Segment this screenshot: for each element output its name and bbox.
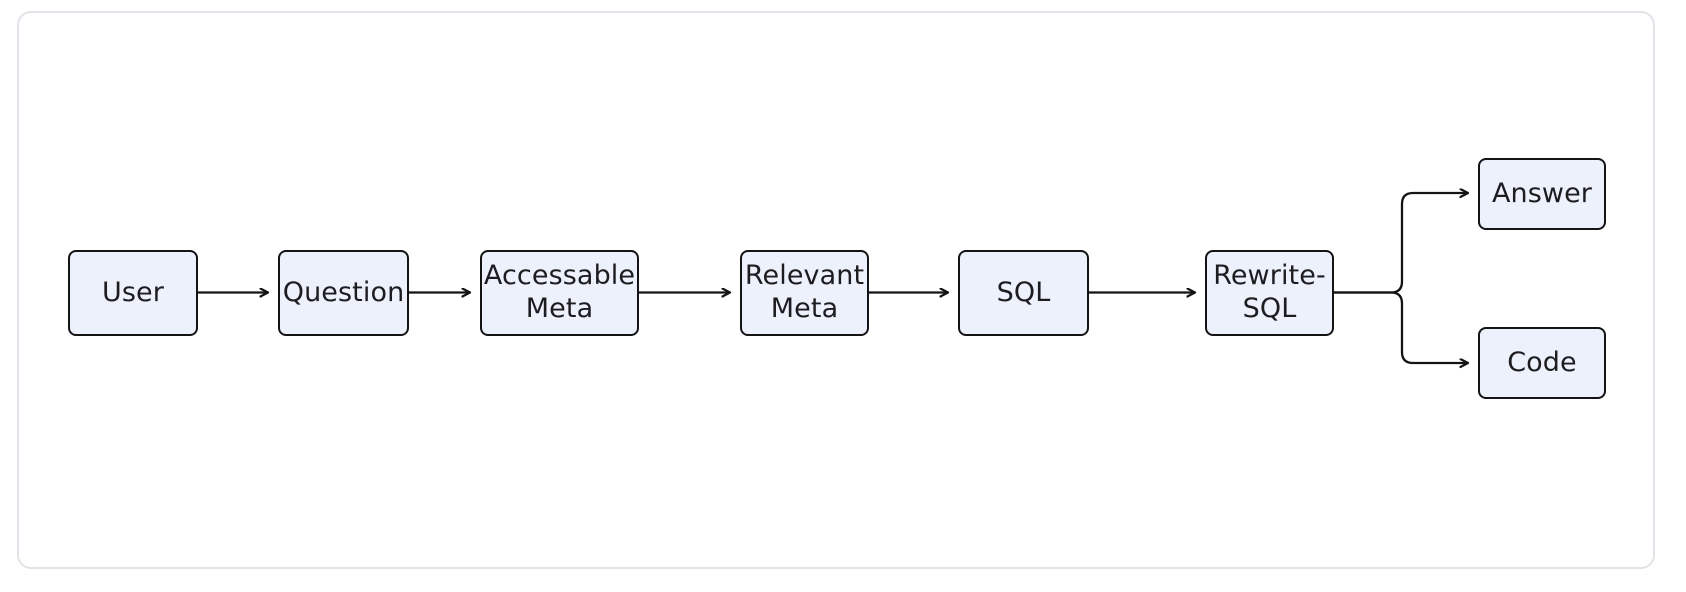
node-rewrite-sql[interactable]: Rewrite- SQL [1205, 250, 1334, 336]
node-relevant-meta-label: Relevant Meta [744, 260, 865, 324]
edge-rewrite-to-code [1334, 291, 1468, 364]
node-relevant-meta[interactable]: Relevant Meta [740, 250, 869, 336]
node-user-label: User [102, 276, 164, 308]
node-question-label: Question [282, 276, 405, 308]
node-code[interactable]: Code [1478, 327, 1606, 399]
node-answer[interactable]: Answer [1478, 158, 1606, 230]
node-code-label: Code [1507, 346, 1577, 378]
node-sql[interactable]: SQL [958, 250, 1089, 336]
node-accessable-meta[interactable]: Accessable Meta [480, 250, 639, 336]
node-answer-label: Answer [1491, 177, 1593, 209]
edge-rewrite-to-answer [1334, 193, 1468, 294]
node-sql-label: SQL [996, 276, 1051, 308]
node-question[interactable]: Question [278, 250, 409, 336]
node-user[interactable]: User [68, 250, 198, 336]
node-accessable-meta-label: Accessable Meta [483, 260, 636, 324]
node-rewrite-sql-label: Rewrite- SQL [1213, 260, 1326, 324]
